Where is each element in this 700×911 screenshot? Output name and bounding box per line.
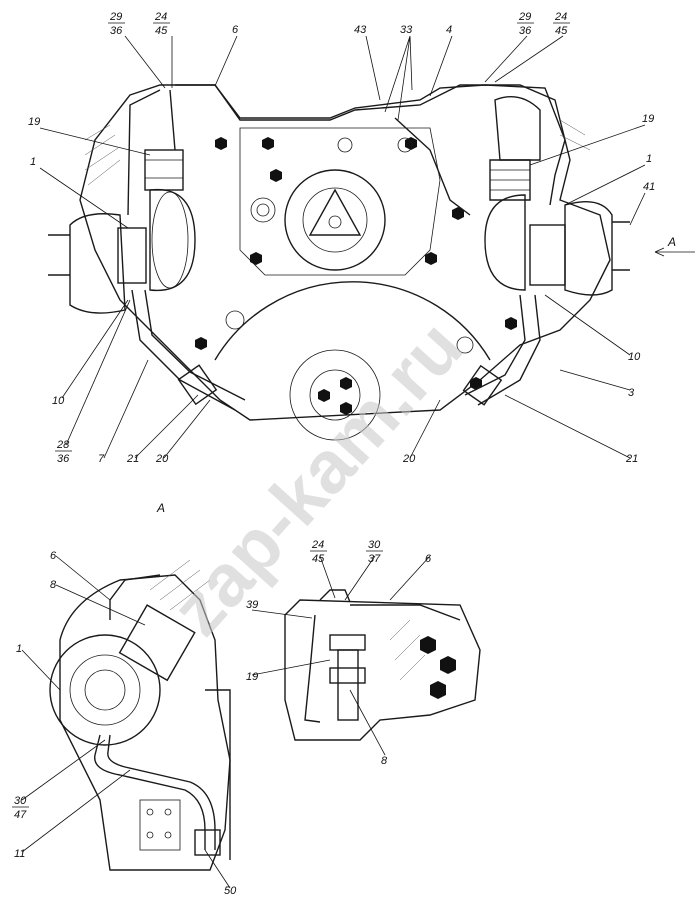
callout-24: 24 bbox=[154, 11, 167, 23]
callout-29-right: 29 bbox=[518, 11, 531, 23]
callout-36-lower: 36 bbox=[57, 453, 70, 465]
view-a-callout-6: 6 bbox=[50, 550, 57, 562]
callout-6: 6 bbox=[232, 24, 239, 36]
callout-3: 3 bbox=[628, 387, 635, 399]
callout-45-right: 45 bbox=[555, 25, 568, 37]
callouts-main: 29 36 24 45 6 43 33 4 29 36 24 45 19 19 … bbox=[28, 11, 655, 465]
detail-callout-30: 30 bbox=[368, 539, 381, 551]
callout-21-left: 21 bbox=[126, 453, 139, 465]
view-a-callout-30: 30 bbox=[14, 795, 27, 807]
callout-19-right: 19 bbox=[642, 113, 654, 125]
view-a-leaders bbox=[21, 555, 231, 889]
callout-19-left: 19 bbox=[28, 116, 40, 128]
callout-7: 7 bbox=[98, 453, 105, 465]
callout-36: 36 bbox=[110, 25, 123, 37]
callout-41: 41 bbox=[643, 181, 655, 193]
view-a-label: A bbox=[156, 501, 165, 515]
callout-33: 33 bbox=[400, 24, 413, 36]
view-a-callout-47: 47 bbox=[14, 809, 27, 821]
detail-callout-24: 24 bbox=[311, 539, 324, 551]
watermark: zap-kam.ru bbox=[155, 305, 478, 651]
side-detail bbox=[284, 589, 481, 741]
callout-1-right: 1 bbox=[646, 153, 652, 165]
view-a-callout-50: 50 bbox=[224, 885, 237, 897]
callouts-view-a: 6 8 1 30 47 11 50 bbox=[12, 550, 237, 897]
detail-callout-6: 6 bbox=[425, 553, 432, 565]
view-a-detail bbox=[49, 559, 231, 871]
callout-45: 45 bbox=[155, 25, 168, 37]
right-turbocharger bbox=[484, 96, 630, 296]
detail-callout-37: 37 bbox=[368, 553, 381, 565]
view-a-callout-8: 8 bbox=[50, 579, 57, 591]
callout-43: 43 bbox=[354, 24, 367, 36]
callout-10-left: 10 bbox=[52, 395, 65, 407]
callout-21-right: 21 bbox=[625, 453, 638, 465]
callout-24-right: 24 bbox=[554, 11, 567, 23]
arrow-a-label: A bbox=[667, 235, 676, 249]
callout-4: 4 bbox=[446, 24, 452, 36]
detail-callout-19: 19 bbox=[246, 671, 258, 683]
callout-1-left: 1 bbox=[30, 156, 36, 168]
callout-36-right: 36 bbox=[519, 25, 532, 37]
main-engine-view bbox=[48, 84, 630, 441]
detail-callout-39: 39 bbox=[246, 599, 258, 611]
callout-29: 29 bbox=[109, 11, 122, 23]
callout-28: 28 bbox=[56, 439, 70, 451]
callouts-detail: 24 45 30 37 6 39 19 8 bbox=[246, 539, 432, 767]
detail-callout-45: 45 bbox=[312, 553, 325, 565]
callout-20-left: 20 bbox=[155, 453, 169, 465]
detail-leaders bbox=[251, 555, 431, 756]
left-turbocharger bbox=[48, 149, 196, 314]
detail-callout-8: 8 bbox=[381, 755, 388, 767]
main-leaders bbox=[39, 35, 695, 459]
view-a-callout-11: 11 bbox=[14, 848, 25, 860]
callout-10-right: 10 bbox=[628, 351, 641, 363]
view-a-callout-1: 1 bbox=[16, 643, 22, 655]
callout-20-right: 20 bbox=[402, 453, 416, 465]
